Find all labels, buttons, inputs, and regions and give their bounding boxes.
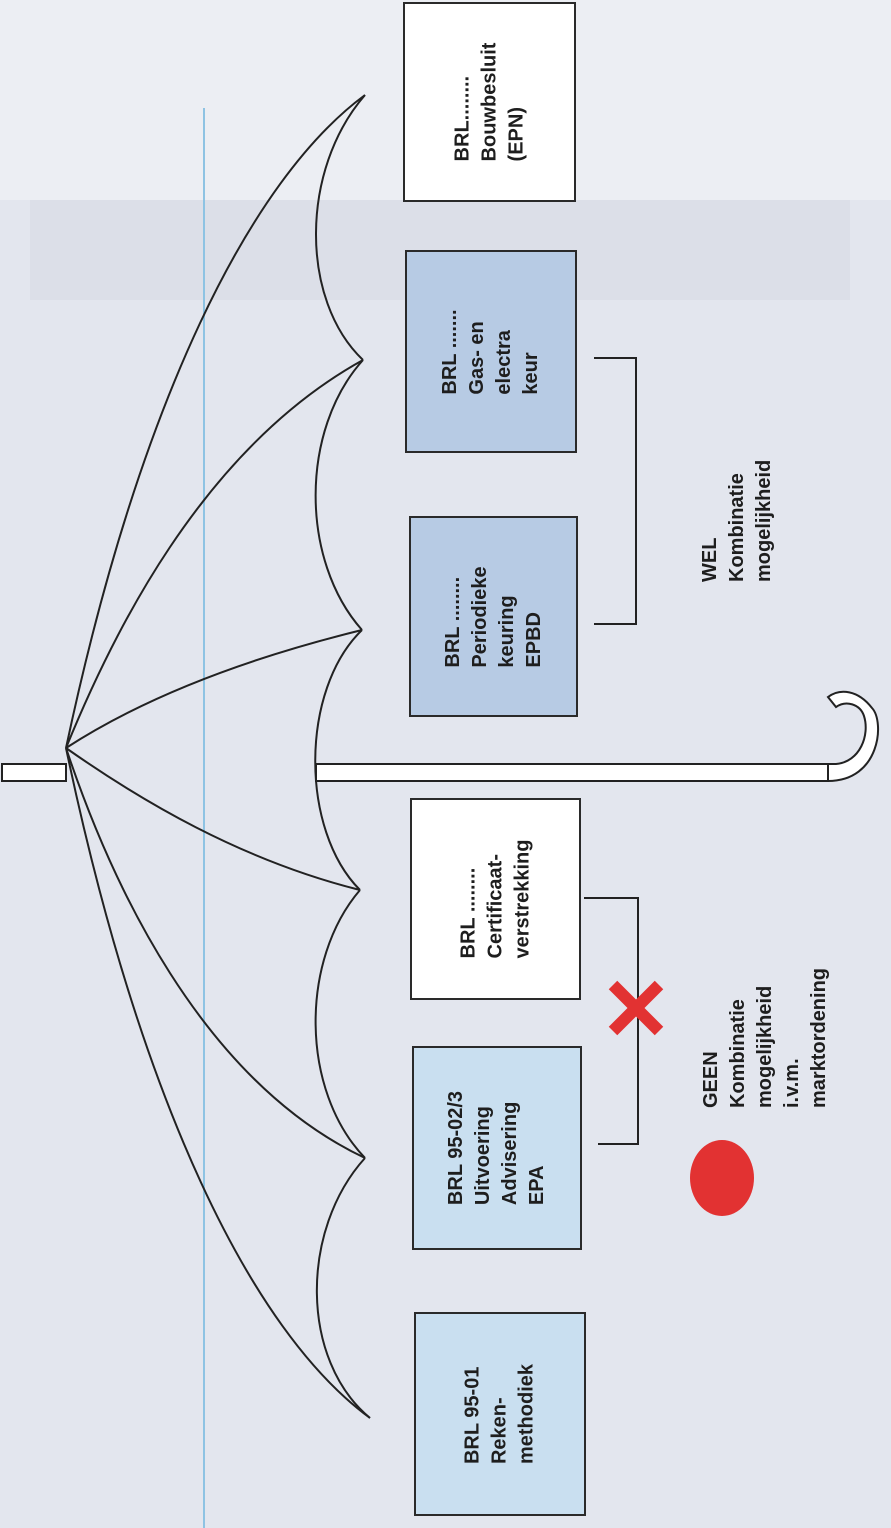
box-line: methodiek — [515, 1363, 538, 1465]
box-line: Uitvoering — [472, 1106, 494, 1206]
box-line: Certificaat- — [484, 854, 506, 959]
box-periodieke-keuring: BRL ........ Periodieke keuring EPBD — [409, 516, 578, 717]
box-rekenmethodiek-label: BRL 95-01 Reken- methodiek — [460, 1364, 541, 1464]
note-line: WEL — [699, 537, 721, 582]
box-uitvoering-advisering: BRL 95-02/3 Uitvoering Advisering EPA — [412, 1046, 582, 1250]
note-line: Kombinatie — [726, 473, 748, 582]
note-line: GEEN — [700, 1051, 722, 1108]
box-line: verstrekking — [511, 839, 533, 959]
box-line: keur — [520, 351, 542, 395]
note-geen-text: GEEN Kombinatie mogelijkheid i.v.m. mark… — [698, 968, 833, 1108]
note-wel-text: WEL Kombinatie mogelijkheid — [697, 460, 778, 582]
note-line: mogelijkheid — [754, 985, 776, 1108]
box-certificaatverstrekking-label: BRL ........ Certificaat- verstrekking — [455, 840, 536, 959]
box-bouwbesluit-label: BRL........ Bouwbesluit (EPN) — [449, 43, 530, 162]
box-periodieke-keuring-label: BRL ........ Periodieke keuring EPBD — [440, 566, 548, 667]
box-rekenmethodiek: BRL 95-01 Reken- methodiek — [414, 1312, 586, 1516]
box-bouwbesluit: BRL........ Bouwbesluit (EPN) — [403, 2, 576, 202]
box-line: BRL 95-02/3 — [445, 1090, 467, 1206]
box-line: BRL 95-01 — [461, 1366, 484, 1465]
box-gas-electra-label: BRL ....... Gas- en electra keur — [437, 309, 545, 394]
note-line: mogelijkheid — [753, 459, 775, 582]
red-cross-icon — [608, 980, 664, 1036]
box-line: Advisering — [499, 1101, 521, 1206]
box-line: Bouwbesluit — [478, 42, 500, 162]
box-line: BRL ........ — [457, 867, 479, 959]
box-line: (EPN) — [505, 106, 527, 162]
umbrella-handle — [826, 690, 879, 783]
box-line: EPBD — [522, 611, 545, 668]
box-line: keuring — [495, 594, 518, 668]
box-certificaatverstrekking: BRL ........ Certificaat- verstrekking — [410, 798, 581, 1000]
box-line: BRL ....... — [439, 308, 461, 395]
box-line: Gas- en — [466, 320, 488, 395]
box-line: Periodieke — [468, 565, 491, 668]
box-line: Reken- — [488, 1397, 511, 1465]
geen-bracket — [584, 897, 639, 1145]
red-dot-icon — [690, 1140, 754, 1216]
box-line: electra — [493, 329, 515, 395]
note-line: Kombinatie — [727, 999, 749, 1108]
box-gas-electra: BRL ....... Gas- en electra keur — [405, 250, 577, 453]
box-line: BRL ........ — [441, 576, 464, 668]
note-line: marktordening — [808, 967, 830, 1108]
umbrella-shaft — [1, 763, 829, 782]
umbrella-canopy — [65, 94, 371, 1419]
box-line: BRL........ — [451, 75, 473, 162]
box-uitvoering-advisering-label: BRL 95-02/3 Uitvoering Advisering EPA — [443, 1091, 551, 1205]
wel-bracket — [594, 357, 637, 625]
box-line: EPA — [526, 1165, 548, 1206]
note-line: i.v.m. — [781, 1058, 803, 1108]
